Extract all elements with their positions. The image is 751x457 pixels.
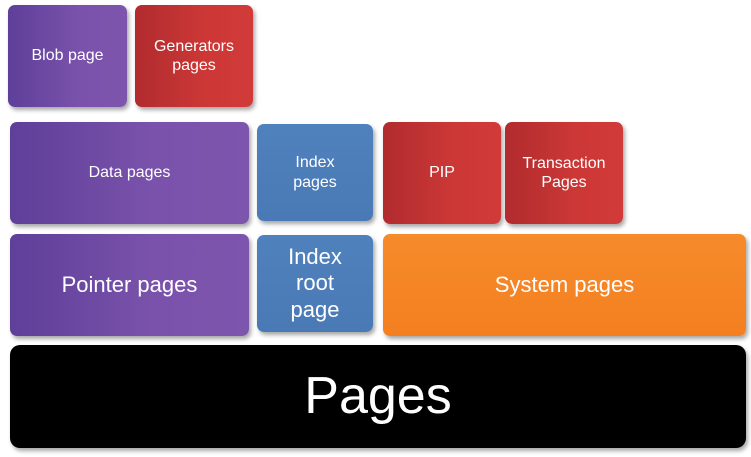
system-pages-label: System pages	[494, 271, 635, 297]
index-root-page-block: Index root page	[257, 235, 373, 332]
index-pages-block: Index pages	[257, 124, 373, 221]
pip-label: PIP	[429, 164, 455, 182]
pages-block: Pages	[10, 345, 746, 448]
pages-label: Pages	[304, 367, 452, 426]
system-pages-block: System pages	[383, 234, 746, 336]
generators-pages-label: Generators pages	[153, 37, 235, 74]
pip-block: PIP	[383, 122, 501, 224]
index-root-page-label: Index root page	[288, 243, 342, 322]
blob-page-label: Blob page	[31, 47, 104, 65]
data-pages-block: Data pages	[10, 122, 249, 224]
data-pages-label: Data pages	[88, 164, 171, 182]
blob-page-block: Blob page	[8, 5, 127, 107]
pointer-pages-label: Pointer pages	[61, 271, 198, 297]
transaction-pages-block: Transaction Pages	[505, 122, 623, 224]
pointer-pages-block: Pointer pages	[10, 234, 249, 336]
index-pages-label: Index pages	[293, 154, 337, 191]
generators-pages-block: Generators pages	[135, 5, 253, 107]
transaction-pages-label: Transaction Pages	[522, 154, 606, 191]
